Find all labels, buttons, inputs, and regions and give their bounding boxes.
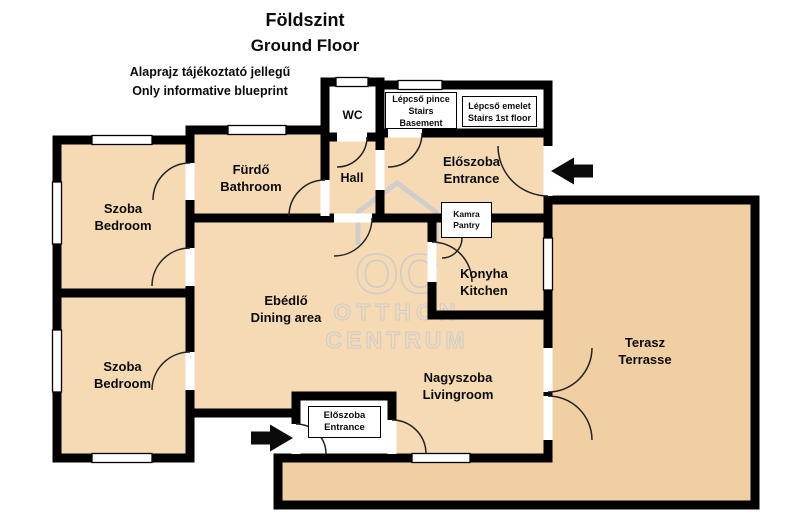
label-entrance-top-en: Entrance xyxy=(443,170,500,186)
label-bedroom-bottom: Szoba Bedroom xyxy=(60,359,185,392)
label-livingroom-en: Livingroom xyxy=(422,386,494,402)
window-stairs-top xyxy=(397,79,443,91)
door-openings xyxy=(185,128,553,454)
label-hall-text: Hall xyxy=(340,171,364,185)
watermark: OC OTTHON CENTRUM xyxy=(325,179,469,354)
window-kitchen-terrace xyxy=(542,237,554,291)
disclaimer: Alaprajz tájékoztató jellegű Only inform… xyxy=(75,63,345,101)
label-terrace-hu: Terasz xyxy=(624,335,666,350)
label-bathroom-en: Bathroom xyxy=(220,178,282,194)
entrance-arrows xyxy=(251,157,593,452)
door-arcs xyxy=(151,132,593,455)
label-entrance-bottom-hu: Előszoba xyxy=(323,410,366,421)
window-bedroom-bottom-bottom xyxy=(91,452,153,464)
label-bathroom: Fürdő Bathroom xyxy=(191,162,311,195)
disclaimer-hu: Alaprajz tájékoztató jellegű xyxy=(129,65,291,79)
label-terrace-en: Terrasse xyxy=(618,351,672,367)
window-bedroom-top-left xyxy=(51,181,63,245)
watermark-logo-text: OC xyxy=(355,242,439,305)
stairs-basement-box: Lépcső pince Stairs Basement xyxy=(385,92,457,129)
window-livingroom-bottom xyxy=(411,452,471,464)
label-stairs-first-en: Stairs 1st floor xyxy=(467,112,532,123)
label-bathroom-hu: Fürdő xyxy=(232,162,270,177)
watermark-line2: CENTRUM xyxy=(326,327,469,353)
window-bedroom-top-top xyxy=(91,134,153,146)
label-bedroom-top-en: Bedroom xyxy=(94,217,152,233)
label-stairs-first-hu: Lépcső emelet xyxy=(468,100,531,111)
page-title-en: Ground Floor xyxy=(250,36,360,55)
label-bedroom-top-hu: Szoba xyxy=(103,201,143,216)
label-terrace: Terasz Terrasse xyxy=(586,335,704,368)
label-pantry-hu: Kamra xyxy=(453,209,480,219)
pantry-box: Kamra Pantry xyxy=(441,202,492,238)
label-bedroom-bottom-en: Bedroom xyxy=(93,375,152,391)
label-bedroom-top: Szoba Bedroom xyxy=(61,201,185,234)
label-stairs-basement-en: Stairs Basement xyxy=(399,105,443,128)
label-bedroom-bottom-hu: Szoba xyxy=(103,359,142,374)
label-livingroom: Nagyszoba Livingroom xyxy=(388,370,528,403)
label-pantry-en: Pantry xyxy=(453,220,480,230)
label-wc-text: WC xyxy=(342,108,363,122)
disclaimer-en: Only informative blueprint xyxy=(132,84,288,98)
window-bathroom-top xyxy=(227,124,287,136)
label-entrance-top-hu: Előszoba xyxy=(442,154,501,169)
window-wc-top xyxy=(335,76,369,88)
windows xyxy=(51,76,554,464)
page-title: Földszint Ground Floor xyxy=(185,8,425,58)
label-kitchen-en: Kitchen xyxy=(460,282,508,298)
page-title-hu: Földszint xyxy=(265,10,345,30)
label-entrance-bottom-en: Entrance xyxy=(324,422,365,433)
arrow-left-icon xyxy=(551,157,593,185)
label-wc: WC xyxy=(325,108,380,123)
label-dining: Ebédlő Dining area xyxy=(212,293,360,326)
label-hall: Hall xyxy=(324,170,380,186)
window-bedroom-bottom-left xyxy=(51,329,63,393)
stairs-first-floor-box: Lépcső emelet Stairs 1st floor xyxy=(462,96,537,127)
label-dining-en: Dining area xyxy=(250,309,322,325)
label-kitchen: Konyha Kitchen xyxy=(428,266,540,299)
arrow-right-icon xyxy=(251,424,293,452)
label-kitchen-hu: Konyha xyxy=(460,266,508,281)
label-dining-hu: Ebédlő xyxy=(264,293,308,308)
entrance-bottom-box: Előszoba Entrance xyxy=(308,406,381,438)
label-stairs-basement-hu: Lépcső pince xyxy=(392,93,450,104)
label-livingroom-hu: Nagyszoba xyxy=(423,370,493,385)
label-entrance-top: Előszoba Entrance xyxy=(409,154,534,187)
